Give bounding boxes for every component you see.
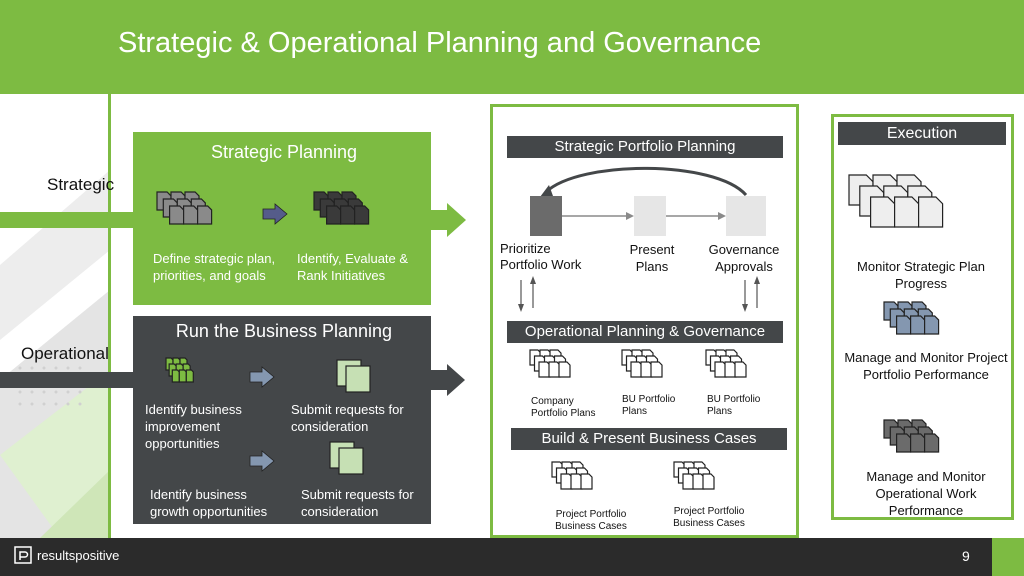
- monitor-strategic-progress-text: Monitor Strategic Plan Progress: [857, 259, 985, 291]
- title-bar: [0, 0, 1024, 94]
- run-business-planning-header: Run the Business Planning: [175, 321, 393, 341]
- present-plans-text: Present Plans: [629, 242, 675, 274]
- document-stack-icon: [165, 357, 194, 383]
- execution-header: Execution: [838, 122, 1006, 145]
- prioritize-portfolio-text: Prioritize Portfolio Work: [500, 241, 582, 272]
- identify-improvement-text: Identify business improvement opportunit…: [145, 402, 242, 451]
- build-present-business-cases-header: Build & Present Business Cases: [511, 428, 787, 450]
- operational-flow-arrow-icon: [0, 364, 465, 396]
- document-stack-icon: [156, 191, 213, 225]
- operational-planning-governance-header: Operational Planning & Governance: [507, 321, 783, 343]
- right-arrow-icon: [249, 366, 275, 388]
- document-stack-icon: [673, 461, 715, 490]
- document-stack-icon: [883, 419, 940, 453]
- logo: resultspositive: [14, 546, 119, 564]
- document-stack-icon: [848, 174, 944, 228]
- page-number: 9: [962, 548, 970, 564]
- cycle-arrow-icon: [518, 166, 766, 312]
- strategic-flow-arrow-icon: [0, 203, 466, 237]
- identify-growth-text: Identify business growth opportunities: [150, 487, 268, 519]
- operational-row-label: Operational: [21, 344, 109, 363]
- monitor-operational-work-text: Manage and Monitor Operational Work Perf…: [866, 469, 986, 518]
- bu-portfolio-plans-text-1: BU Portfolio Plans: [622, 394, 676, 417]
- identify-evaluate-rank-text: Identify, Evaluate & Rank Initiatives: [297, 251, 409, 283]
- document-pair-icon: [336, 359, 371, 393]
- logo-icon: [14, 546, 32, 564]
- divider-line: [108, 94, 111, 538]
- right-arrow-icon: [262, 203, 288, 225]
- footer-bar: [0, 538, 1024, 576]
- company-portfolio-plans-text: Company Portfolio Plans: [531, 396, 596, 419]
- slide-title: Strategic & Operational Planning and Gov…: [118, 27, 762, 59]
- project-portfolio-cases-text-1: Project Portfolio Business Cases: [555, 509, 627, 532]
- footer-accent: [992, 538, 1024, 576]
- strategic-row-label: Strategic: [47, 175, 115, 194]
- document-stack-icon: [529, 349, 571, 378]
- strategic-portfolio-planning-header: Strategic Portfolio Planning: [507, 136, 783, 158]
- submit-requests-growth-text: Submit requests for consideration: [301, 487, 414, 519]
- document-stack-icon: [551, 461, 593, 490]
- logo-text: resultspositive: [37, 547, 120, 563]
- run-business-planning-box: [133, 316, 431, 524]
- document-stack-icon: [313, 191, 370, 225]
- monitor-project-portfolio-text: Manage and Monitor Project Portfolio Per…: [844, 350, 1008, 382]
- document-stack-icon: [621, 349, 663, 378]
- document-pair-icon: [329, 441, 364, 475]
- governance-approvals-text: Governance Approvals: [708, 242, 780, 274]
- define-strategic-plan-text: Define strategic plan, priorities, and g…: [153, 251, 276, 283]
- submit-requests-text: Submit requests for consideration: [291, 402, 404, 434]
- right-arrow-icon: [249, 450, 275, 472]
- document-stack-icon: [883, 301, 940, 335]
- strategic-planning-header: Strategic Planning: [210, 142, 358, 162]
- document-stack-icon: [705, 349, 747, 378]
- bu-portfolio-plans-text-2: BU Portfolio Plans: [707, 394, 761, 417]
- project-portfolio-cases-text-2: Project Portfolio Business Cases: [673, 506, 745, 529]
